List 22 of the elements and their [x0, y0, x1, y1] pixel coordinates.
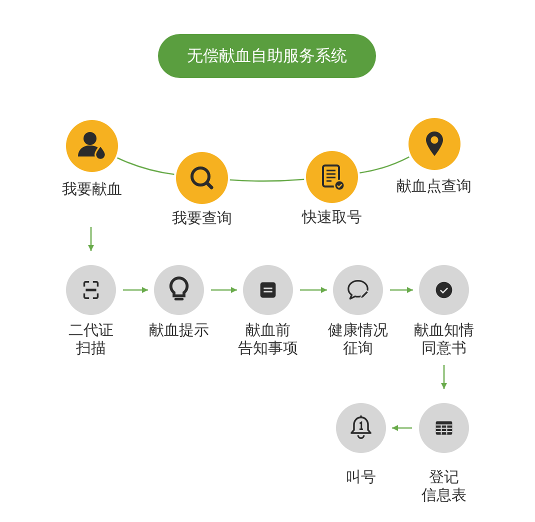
- connector-line: [117, 157, 174, 176]
- arrow: [211, 287, 237, 293]
- arrow: [88, 227, 94, 251]
- step-label: 献血提示: [149, 321, 209, 339]
- step-label: 健康情况征询: [328, 321, 388, 357]
- step-label: 我要献血: [62, 180, 122, 198]
- step-label: 献血点查询: [396, 177, 472, 195]
- step-label: 登记信息表: [422, 468, 466, 504]
- arrow: [300, 287, 327, 293]
- arrow: [392, 425, 412, 431]
- arrow: [123, 287, 148, 293]
- connector-line: [230, 178, 304, 182]
- arrow: [441, 365, 447, 389]
- step-label: 快速取号: [302, 208, 362, 226]
- step-label: 我要查询: [172, 209, 232, 227]
- step-label: 二代证扫描: [68, 321, 114, 357]
- step-label: 献血知情同意书: [414, 321, 474, 357]
- title-banner: 无偿献血自助服务系统: [158, 34, 376, 78]
- step-label: 叫号: [346, 468, 376, 486]
- arrow: [390, 287, 413, 293]
- step-label: 献血前告知事项: [238, 321, 298, 357]
- connector-line: [360, 156, 410, 174]
